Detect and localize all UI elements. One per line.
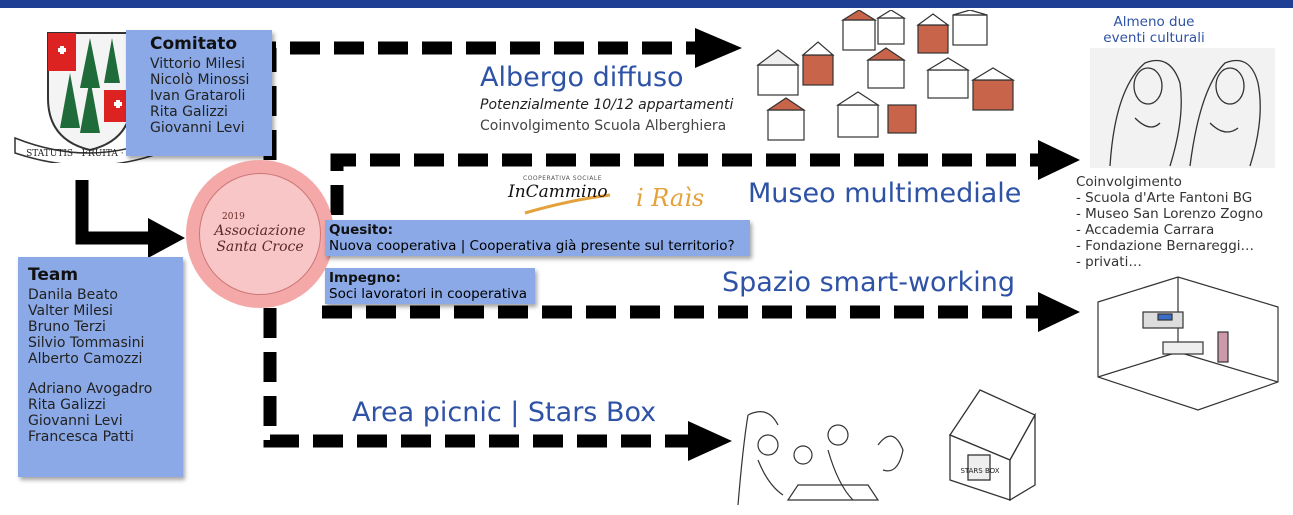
coinvolgimento-item: - Museo San Lorenzo Zogno: [1076, 206, 1264, 222]
top-bar: [0, 0, 1293, 8]
comitato-member: Rita Galizzi: [150, 104, 228, 120]
team-member: Francesca Patti: [28, 429, 134, 445]
team-member: Bruno Terzi: [28, 319, 106, 335]
quesito-text: Nuova cooperativa | Cooperativa già pres…: [329, 238, 735, 254]
arrow-museo-head: [1038, 140, 1080, 180]
comitato-box: Comitato Vittorio Milesi Nicolò Minossi …: [126, 30, 272, 156]
office-illustration: [1097, 276, 1279, 411]
incammino-logo: InCammino: [508, 182, 608, 202]
rais-logo: i Raìs: [636, 184, 705, 212]
crest-logo: STATUTIS · FRUITA · SUIS: [14, 32, 161, 163]
painting-illustration: [1090, 48, 1275, 168]
starsbox-label: STARS BOX: [960, 467, 999, 475]
comitato-title: Comitato: [150, 34, 238, 54]
quesito-box: Quesito: Nuova cooperativa | Cooperativa…: [325, 220, 750, 256]
association-year: 2019: [222, 212, 245, 222]
impegno-text: Soci lavoratori in cooperativa: [329, 286, 528, 302]
arrow-picnic-path: [263, 308, 690, 448]
arrow-albergo-head: [695, 28, 742, 68]
comitato-member: Giovanni Levi: [150, 120, 245, 136]
coinvolgimento-list: Coinvolgimento - Scuola d'Arte Fantoni B…: [1076, 174, 1263, 270]
albergo-note: Coinvolgimento Scuola Alberghiera: [480, 118, 727, 134]
comitato-member: Ivan Grataroli: [150, 88, 246, 104]
team-member: Rita Galizzi: [28, 397, 106, 413]
smart-title: Spazio smart-working: [722, 267, 1016, 298]
coinvolgimento-item: - privati…: [1076, 254, 1142, 270]
team-member: Giovanni Levi: [28, 413, 123, 429]
team-member: Alberto Camozzi: [28, 351, 143, 367]
incammino-swoosh: [524, 193, 611, 215]
team-box: Team Danila Beato Valter Milesi Bruno Te…: [18, 257, 183, 477]
arrow-crest-path: [75, 180, 150, 245]
quesito-title: Quesito:: [329, 222, 394, 238]
coinvolgimento-item: - Accademia Carrara: [1076, 222, 1215, 238]
association-name: Associazione Santa Croce: [199, 223, 321, 255]
albergo-title: Albergo diffuso: [480, 62, 684, 93]
picnic-illustration: [737, 411, 904, 506]
starsbox-illustration: STARS BOX: [949, 389, 1036, 502]
team-member: Silvio Tommasini: [28, 335, 145, 351]
team-member: Danila Beato: [28, 287, 118, 303]
arrow-crest-head: [148, 218, 185, 258]
picnic-title: Area picnic | Stars Box: [352, 397, 657, 428]
impegno-title: Impegno:: [329, 270, 401, 286]
arrow-museo-path: [330, 153, 1040, 215]
coinvolgimento-item: - Fondazione Bernareggi…: [1076, 238, 1255, 254]
impegno-box: Impegno: Soci lavoratori in cooperativa: [325, 268, 535, 304]
team-member: Adriano Avogadro: [28, 381, 153, 397]
association-line2: Santa Croce: [216, 239, 304, 255]
museo-title: Museo multimediale: [748, 178, 1022, 209]
team-member: Valter Milesi: [28, 303, 113, 319]
coinvolgimento-item: - Scuola d'Arte Fantoni BG: [1076, 190, 1253, 206]
coinvolgimento-title: Coinvolgimento: [1076, 174, 1182, 190]
team-title: Team: [28, 265, 79, 285]
comitato-member: Nicolò Minossi: [150, 72, 250, 88]
arrow-picnic-head: [688, 421, 732, 461]
association-logo: [199, 173, 321, 295]
village-illustration: [756, 10, 1016, 141]
arrow-smart-head: [1038, 292, 1080, 332]
association-line1: Associazione: [214, 223, 306, 239]
crest-motto: STATUTIS · FRUITA · SUIS: [26, 149, 150, 159]
albergo-subtitle: Potenzialmente 10/12 appartamenti: [480, 97, 734, 113]
comitato-member: Vittorio Milesi: [150, 56, 246, 72]
incammino-subtitle: COOPERATIVA SOCIALE: [523, 175, 603, 182]
